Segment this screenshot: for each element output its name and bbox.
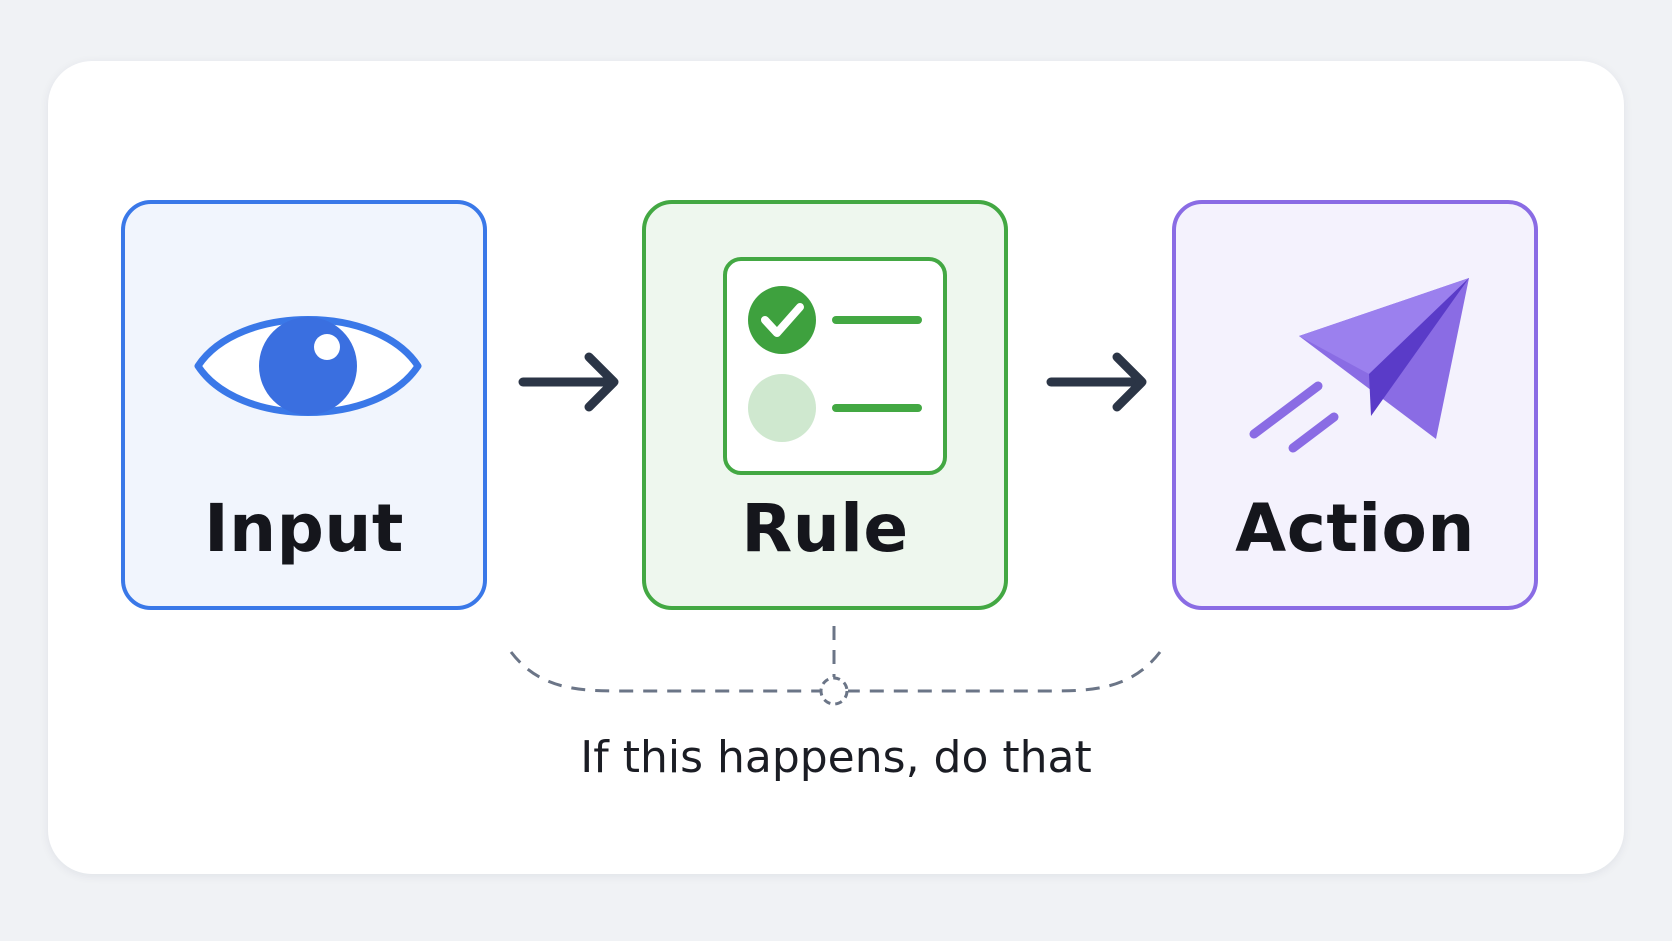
motion-line-icon: [1288, 412, 1339, 453]
dashed-bracket: [509, 626, 1162, 693]
eye-icon: [194, 316, 422, 416]
action-node: Action: [1172, 200, 1538, 610]
arrow-right-icon: [518, 352, 619, 412]
rule-node: Rule: [642, 200, 1008, 610]
rule-label: Rule: [741, 490, 909, 567]
motion-line-icon: [1249, 381, 1323, 439]
arrow-right-icon: [1046, 352, 1147, 412]
check-icon: [761, 303, 804, 337]
input-label: Input: [204, 490, 404, 567]
input-node: Input: [121, 200, 487, 610]
action-label: Action: [1235, 490, 1475, 567]
paper-plane-icon: [1249, 278, 1469, 453]
checklist-icon: [723, 257, 947, 475]
caption: If this happens, do that: [580, 732, 1092, 783]
junction-node-icon: [819, 676, 849, 706]
